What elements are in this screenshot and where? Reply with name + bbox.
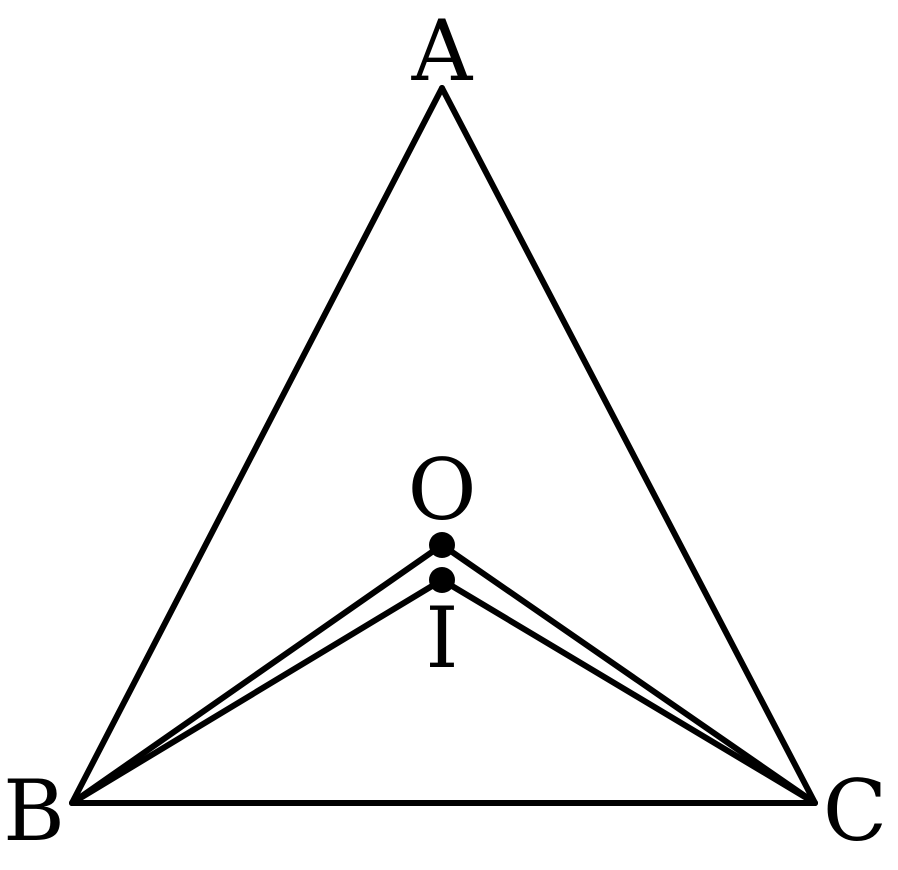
segment-BI	[69, 577, 445, 806]
label-B: B	[3, 762, 65, 860]
segment-BO	[69, 542, 445, 806]
segment-CO	[439, 542, 818, 806]
point-O	[429, 532, 455, 558]
segment-AC	[439, 85, 818, 806]
segment-AB	[69, 85, 445, 806]
segment-CI	[439, 577, 818, 806]
point-I	[429, 567, 455, 593]
label-I: I	[425, 589, 458, 687]
label-A: A	[411, 2, 474, 100]
label-C: C	[823, 762, 887, 860]
label-O: O	[408, 441, 477, 539]
